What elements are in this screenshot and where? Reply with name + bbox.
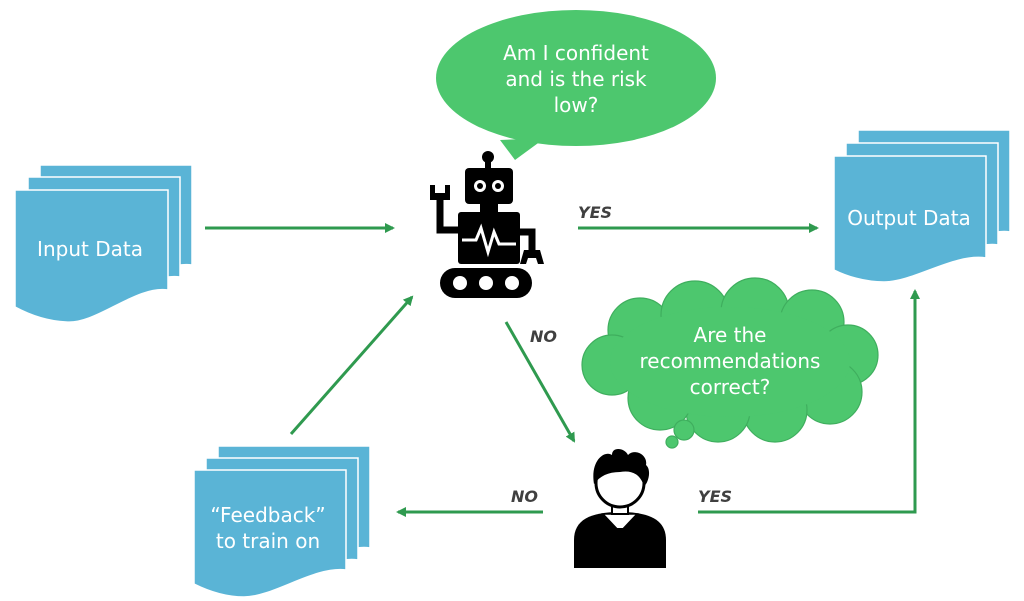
input-data-node: Input Data [14,164,193,323]
arrow-robot-to-human [504,321,576,443]
arrow-feedback-to-robot [289,295,414,435]
feedback-node: “Feedback” to train on [193,445,371,598]
arrows [205,223,920,517]
feedback-label-line2: to train on [216,529,320,553]
robot-bubble-line3: low? [554,93,599,117]
human-thought-text: Are the recommendations correct? [640,323,821,399]
human-thought-cloud [581,277,879,449]
edge-label-human-feedback: NO [511,487,538,506]
robot-speech-bubble: Am I confident and is the risk low? [436,10,716,160]
person-icon [574,448,666,568]
output-data-node: Output Data [833,129,1011,283]
robot-bubble-line2: and is the risk [505,67,647,91]
robot-bubble-line1: Am I confident [503,41,649,65]
human-bubble-line2: recommendations [640,349,821,373]
output-data-label: Output Data [847,206,971,230]
edge-label-robot-human: NO [530,327,557,346]
human-bubble-line3: correct? [690,375,771,399]
edge-label-robot-output: YES [578,203,612,222]
edge-label-human-output: YES [698,487,732,506]
stacked-documents-icon [193,445,371,598]
arrow-human-to-output [698,289,920,514]
feedback-label-line1: “Feedback” [210,503,325,527]
stacked-documents-icon [14,164,193,323]
input-data-label: Input Data [37,237,143,261]
robot-icon [430,151,544,298]
human-bubble-line1: Are the [694,323,767,347]
stacked-documents-icon [833,129,1011,283]
